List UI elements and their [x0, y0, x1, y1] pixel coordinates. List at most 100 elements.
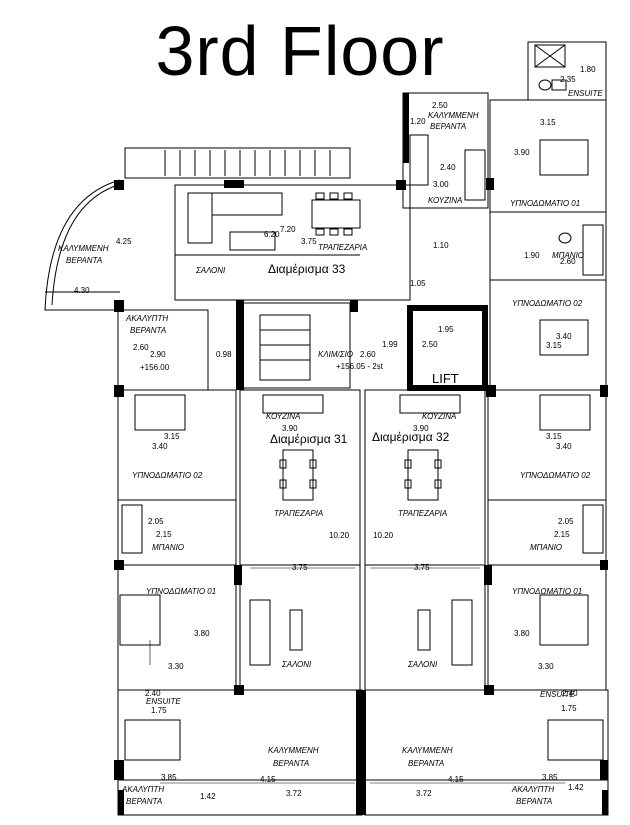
dim-label: 3.90 [413, 424, 429, 433]
dim-label: 2.15 [156, 530, 172, 539]
dim-label: 2.35 [560, 75, 576, 84]
dim-label: 4.25 [116, 237, 132, 246]
room-label-veranta-akalypti-left: ΒΕΡΑΝΤΑ [130, 326, 167, 335]
room-label-kalymmeni-32: ΚΑΛΥΜΜΕΝΗ [402, 746, 453, 755]
dim-label: 2.60 [360, 350, 376, 359]
room-label-veranta-32: ΒΕΡΑΝΤΑ [408, 759, 445, 768]
room-label-veranta-akalypti-32: ΒΕΡΑΝΤΑ [516, 797, 553, 806]
room-label-ypnodomatio-01-33: ΥΠΝΟΔΩΜΑΤΙΟ 01 [510, 199, 581, 208]
dim-label: 7.20 [280, 225, 296, 234]
dim-label: 2.50 [432, 101, 448, 110]
lift-shaft-outline [407, 305, 488, 391]
room-label-kouzina-33: ΚΟΥΖΙΝΑ [428, 196, 463, 205]
room-label-ensuite-31: ENSUITE [146, 697, 181, 706]
level-note: +156.05 - 2st [336, 362, 383, 371]
dim-label: 3.85 [161, 773, 177, 782]
room-label-ypnodomatio-01-32: ΥΠΝΟΔΩΜΑΤΙΟ 01 [512, 587, 583, 596]
dim-label: 6.20 [264, 230, 280, 239]
room-label-klimakostasio: ΚΛΙΜ/ΣΙΟ [318, 350, 354, 359]
lift-label: LIFT [432, 371, 459, 386]
dim-label: +156.00 [140, 363, 170, 372]
dim-label: 3.72 [416, 789, 432, 798]
dim-label: 3.15 [540, 118, 556, 127]
dim-label: 2.60 [133, 343, 149, 352]
dim-label: 1.20 [410, 117, 426, 126]
room-label-kouzina-31: ΚΟΥΖΙΝΑ [266, 412, 301, 421]
dim-label: 3.90 [514, 148, 530, 157]
apt32-living-outline [364, 564, 486, 691]
dim-label: 3.75 [301, 237, 317, 246]
dim-label: 3.80 [194, 629, 210, 638]
dim-label: 3.40 [556, 332, 572, 341]
room-label-ypnodomatio-02-33: ΥΠΝΟΔΩΜΑΤΙΟ 02 [512, 299, 583, 308]
dim-label: 3.40 [152, 442, 168, 451]
dim-label: 2.05 [148, 517, 164, 526]
room-label-mpanio-33: ΜΠΑΝΙΟ [552, 251, 585, 260]
room-label-trapezaria-32: ΤΡΑΠΕΖΑΡΙΑ [398, 509, 448, 518]
dim-label: 1.80 [580, 65, 596, 74]
dim-label: 3.30 [168, 662, 184, 671]
dim-label: 2.40 [562, 689, 578, 698]
dim-label: 1.42 [568, 783, 584, 792]
room-label-trapezaria-31: ΤΡΑΠΕΖΑΡΙΑ [274, 509, 324, 518]
dim-label: 0.98 [216, 350, 232, 359]
dim-label: 4.30 [74, 286, 90, 295]
room-label-ypnodomatio-02-32: ΥΠΝΟΔΩΜΑΤΙΟ 02 [520, 471, 591, 480]
dim-label: 3.15 [546, 341, 562, 350]
room-label-mpanio-32: ΜΠΑΝΙΟ [530, 543, 563, 552]
room-label-saloni-31: ΣΑΛΟΝΙ [282, 660, 312, 669]
room-label-mpanio-31: ΜΠΑΝΙΟ [152, 543, 185, 552]
apartment-31-label: Διαμέρισμα 31 [270, 432, 348, 446]
dim-label: 4.15 [448, 775, 464, 784]
dim-label: 1.75 [151, 706, 167, 715]
room-label-ypnodomatio-01-31: ΥΠΝΟΔΩΜΑΤΙΟ 01 [146, 587, 217, 596]
dim-label: 2.90 [150, 350, 166, 359]
dim-label: 3.80 [514, 629, 530, 638]
room-label-akalypti-32: ΑΚΑΛΥΠΤΗ [512, 785, 555, 794]
dim-label: 3.15 [546, 432, 562, 441]
upper-balcony-outline [124, 147, 351, 179]
apt31-living-outline [239, 564, 361, 691]
room-label-kalymmeni-top: ΚΑΛΥΜΜΕΝΗ [428, 111, 479, 120]
dim-label: 1.90 [524, 251, 540, 260]
dim-label: 3.00 [433, 180, 449, 189]
dim-label: 2.05 [558, 517, 574, 526]
dim-label: 3.75 [292, 563, 308, 572]
curved-veranda-outline [44, 179, 121, 311]
dim-label: 2.15 [554, 530, 570, 539]
apartment-33-label: Διαμέρισμα 33 [268, 262, 346, 276]
dim-label: 1.10 [433, 241, 449, 250]
room-label-veranta-left: ΒΕΡΑΝΤΑ [66, 256, 103, 265]
dim-label: 2.40 [440, 163, 456, 172]
room-label-akalypti-31: ΑΚΑΛΥΠΤΗ [122, 785, 165, 794]
dim-label: 3.75 [414, 563, 430, 572]
dim-label: 1.05 [410, 279, 426, 288]
room-label-kalymmeni-left: ΚΑΛΥΜΜΕΝΗ [58, 244, 109, 253]
dim-label: 2.60 [560, 257, 576, 266]
dim-label: 2.50 [422, 340, 438, 349]
room-label-veranta-akalypti-31: ΒΕΡΑΝΤΑ [126, 797, 163, 806]
room-label-ypnodomatio-02-31: ΥΠΝΟΔΩΜΑΤΙΟ 02 [132, 471, 203, 480]
dim-label: 3.72 [286, 789, 302, 798]
room-label-ensuite-top: ENSUITE [568, 89, 603, 98]
dim-label: 3.40 [556, 442, 572, 451]
room-label-akalypti-left: ΑΚΑΛΥΠΤΗ [126, 314, 169, 323]
dim-label: 1.99 [382, 340, 398, 349]
room-label-trapezaria-33: ΤΡΑΠΕΖΑΡΙΑ [318, 243, 368, 252]
room-label-saloni-32: ΣΑΛΟΝΙ [408, 660, 438, 669]
room-label-saloni-33: ΣΑΛΟΝΙ [196, 266, 226, 275]
dim-label: 10.20 [373, 531, 394, 540]
floor-title: 3rd Floor [155, 12, 445, 90]
dim-label: 3.30 [538, 662, 554, 671]
dim-label: 1.42 [200, 792, 216, 801]
apt33-living-outline [174, 184, 411, 301]
dim-label: 3.90 [282, 424, 298, 433]
dim-label: 3.15 [164, 432, 180, 441]
room-label-veranta-top: ΒΕΡΑΝΤΑ [430, 122, 467, 131]
dim-label: 2.40 [145, 689, 161, 698]
room-label-kalymmeni-31: ΚΑΛΥΜΜΕΝΗ [268, 746, 319, 755]
room-label-kouzina-32: ΚΟΥΖΙΝΑ [422, 412, 457, 421]
room-label-ensuite-32: ENSUITE [540, 690, 575, 699]
dim-label: 4.15 [260, 775, 276, 784]
